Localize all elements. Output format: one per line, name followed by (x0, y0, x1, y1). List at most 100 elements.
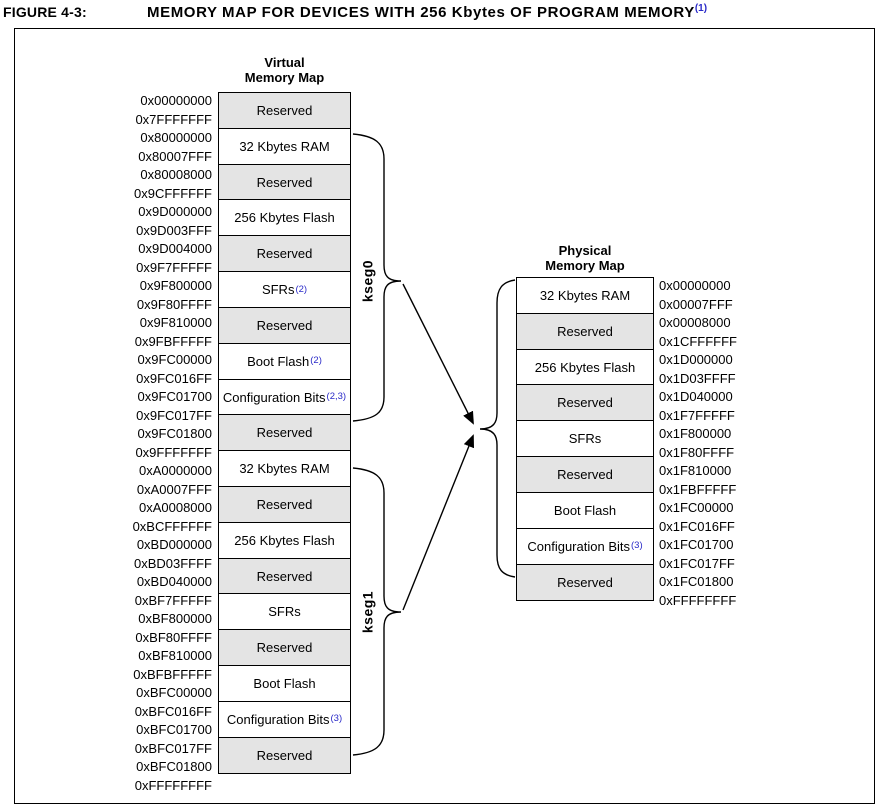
end-address: 0x7FFFFFFF (135, 112, 212, 127)
start-address: 0x1F810000 (659, 463, 732, 478)
start-address: 0x9F810000 (139, 315, 212, 330)
end-address: 0x1FC017FF (659, 556, 735, 571)
start-address: 0x9FC01800 (137, 426, 212, 441)
memory-region: 256 Kbytes Flash (218, 199, 351, 237)
address-range: 0x1FC00000 0x1FC016FF (659, 499, 789, 536)
address-range: 0x00008000 0x1CFFFFFF (659, 314, 789, 351)
figure-title: MEMORY MAP FOR DEVICES WITH 256 Kbytes O… (147, 3, 707, 21)
memory-region-label: Reserved (557, 467, 613, 483)
address-range: 0x1F810000 0x1FBFFFFF (659, 462, 789, 499)
address-range: 0xA0008000 0xBCFFFFFF (40, 499, 212, 536)
start-address: 0xA0000000 (138, 463, 212, 478)
memory-region: SFRs(2) (218, 271, 351, 309)
memory-region: Configuration Bits(2,3) (218, 378, 351, 416)
memory-region-label: Reserved (256, 246, 313, 262)
memory-region: Boot Flash (516, 491, 654, 529)
end-address: 0x80007FFF (138, 149, 212, 164)
physical-map-title: Physical Memory Map (516, 243, 654, 273)
memory-region: Reserved (218, 736, 351, 774)
virtual-map-title-line1: Virtual (264, 55, 305, 70)
memory-region-label: Reserved (256, 425, 313, 441)
end-address: 0x9FC016FF (136, 371, 212, 386)
physical-map-title-line1: Physical (558, 243, 612, 258)
memory-region-label: 256 Kbytes Flash (534, 359, 636, 375)
start-address: 0xBFC00000 (136, 685, 212, 700)
memory-region-label: SFRs (568, 431, 602, 447)
figure-number-label: FIGURE 4-3: (3, 4, 87, 20)
end-address: 0xBF80FFFF (135, 630, 212, 645)
memory-region: 32 Kbytes RAM (516, 277, 654, 314)
memory-region-label: Configuration Bits (226, 711, 330, 727)
end-address: 0x9FC017FF (136, 408, 212, 423)
memory-region: 32 Kbytes RAM (218, 450, 351, 488)
memory-region: 256 Kbytes Flash (218, 521, 351, 559)
start-address: 0x1D040000 (659, 389, 733, 404)
start-address: 0x00008000 (659, 315, 731, 330)
memory-region-label: Reserved (256, 568, 313, 584)
memory-region: Reserved (516, 456, 654, 494)
memory-region-label: Reserved (256, 640, 313, 656)
figure-title-row: FIGURE 4-3: MEMORY MAP FOR DEVICES WITH 2… (3, 3, 879, 22)
start-address: 0x1FC00000 (659, 500, 734, 515)
address-range: 0x00000000 0x7FFFFFFF (40, 92, 212, 129)
memory-region: Reserved (218, 306, 351, 344)
start-address: 0xBF800000 (138, 611, 212, 626)
address-range: 0xBF800000 0xBF80FFFF (40, 610, 212, 647)
end-address: 0x1D03FFFF (659, 371, 736, 386)
memory-region-label: Reserved (256, 747, 313, 763)
start-address: 0xA0008000 (138, 500, 212, 515)
end-address: 0xBFC016FF (134, 704, 212, 719)
end-address: 0xFFFFFFFF (659, 593, 737, 608)
diagram-frame (14, 28, 875, 804)
memory-region-label: Reserved (256, 174, 313, 190)
memory-region: 256 Kbytes Flash (516, 348, 654, 386)
start-address: 0x00000000 (140, 93, 212, 108)
end-address: 0x9F80FFFF (136, 297, 212, 312)
memory-region: Reserved (516, 563, 654, 601)
end-address: 0x1CFFFFFF (659, 334, 737, 349)
start-address: 0xBD040000 (136, 574, 212, 589)
end-address: 0x1FBFFFFF (659, 482, 737, 497)
memory-region-label: Reserved (557, 395, 613, 411)
end-address: 0x1FC016FF (659, 519, 735, 534)
memory-region-label: Reserved (256, 317, 313, 333)
memory-region: Reserved (218, 629, 351, 667)
memory-region-label: Configuration Bits (527, 538, 630, 554)
memory-region-label: Reserved (256, 103, 313, 118)
start-address: 0xBD000000 (136, 537, 212, 552)
end-address: 0xFFFFFFFF (134, 778, 212, 793)
memory-region-label: Boot Flash (553, 502, 617, 518)
memory-region: Reserved (218, 92, 351, 129)
memory-region-label: Configuration Bits (222, 389, 326, 405)
memory-region: Configuration Bits(3) (516, 527, 654, 565)
memory-region-label: Boot Flash (247, 353, 310, 369)
memory-region-label: 32 Kbytes RAM (539, 288, 631, 303)
memory-region-label: 32 Kbytes RAM (239, 461, 330, 477)
end-address: 0x00007FFF (659, 297, 733, 312)
start-address: 0x9D004000 (138, 241, 212, 256)
memory-region-label: Reserved (557, 574, 613, 590)
end-address: 0xBFBFFFFF (133, 667, 212, 682)
address-range: 0xBFC00000 0xBFC016FF (40, 684, 212, 721)
memory-region: Reserved (218, 485, 351, 523)
memory-region: Reserved (218, 414, 351, 452)
memory-region: Boot Flash(2) (218, 342, 351, 380)
end-address: 0xBCFFFFFF (132, 519, 212, 534)
